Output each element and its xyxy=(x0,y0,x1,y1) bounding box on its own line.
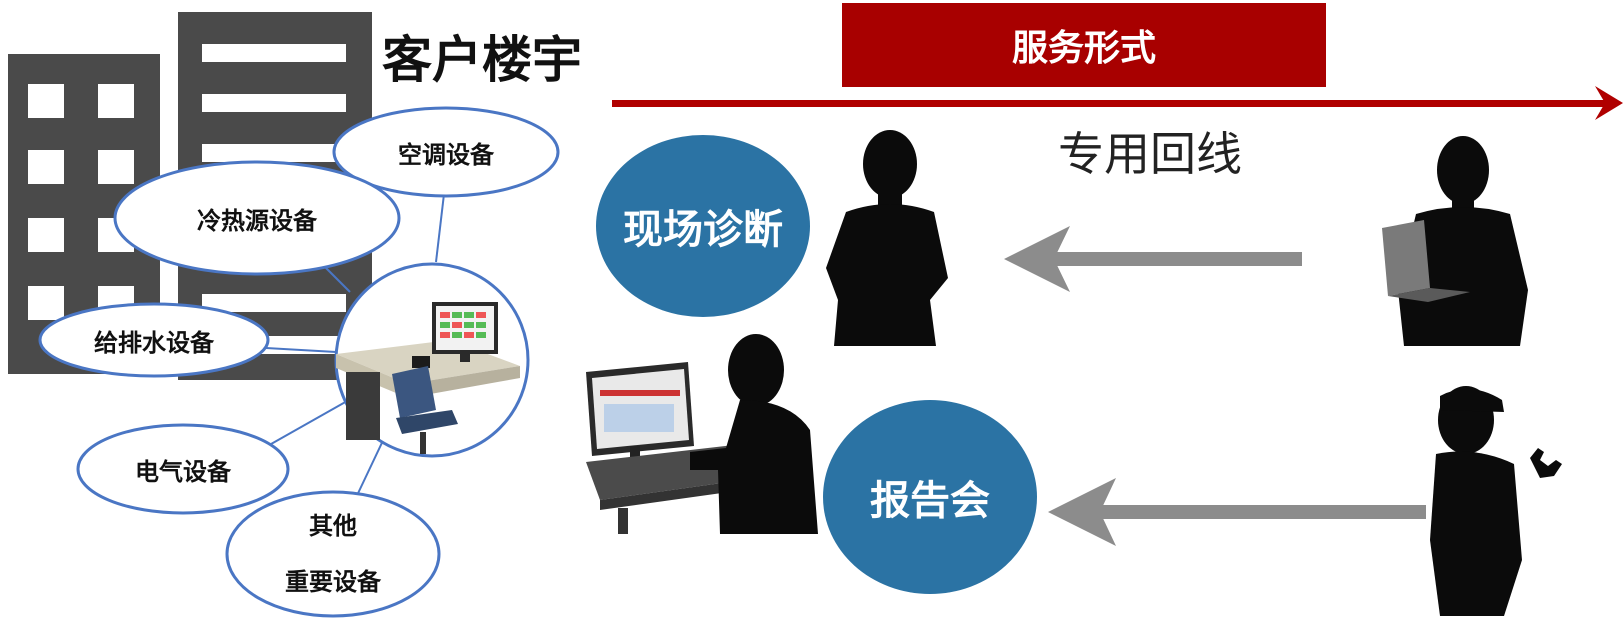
engineer-with-wrench-icon xyxy=(1430,386,1562,616)
ellipse-water xyxy=(38,302,270,378)
label-electric: 电气设备 xyxy=(135,457,231,486)
manager-with-laptop-icon xyxy=(1382,136,1528,346)
service-banner: 服务形式 xyxy=(842,3,1326,87)
label-other-line2: 重要设备 xyxy=(285,568,381,596)
building-title: 客户楼宇 xyxy=(382,31,582,89)
control-station xyxy=(334,262,530,458)
onsite-diagnosis-label: 现场诊断 xyxy=(623,207,783,253)
gray-arrow-bottom xyxy=(1048,478,1426,546)
report-circle xyxy=(823,400,1037,594)
ellipse-ac xyxy=(332,106,560,198)
report-meeting-label: 报告会 xyxy=(870,478,990,524)
consultant-silhouette-icon xyxy=(826,130,948,346)
onsite-circle xyxy=(596,135,810,317)
label-other-line1: 其他 xyxy=(309,512,357,540)
gray-arrow-top xyxy=(1004,226,1302,292)
ellipse-other xyxy=(225,490,441,618)
label-ac: 空调设备 xyxy=(398,140,494,169)
service-arrow xyxy=(612,86,1623,120)
operator-at-computer-icon xyxy=(586,334,818,534)
label-other: 其他 重要设备 xyxy=(227,498,439,610)
label-water: 给排水设备 xyxy=(94,328,214,357)
ellipse-electric xyxy=(76,423,290,515)
dedicated-line-label: 专用回线 xyxy=(1058,127,1242,181)
label-heat: 冷热源设备 xyxy=(197,206,317,235)
ellipse-heat xyxy=(113,160,401,276)
